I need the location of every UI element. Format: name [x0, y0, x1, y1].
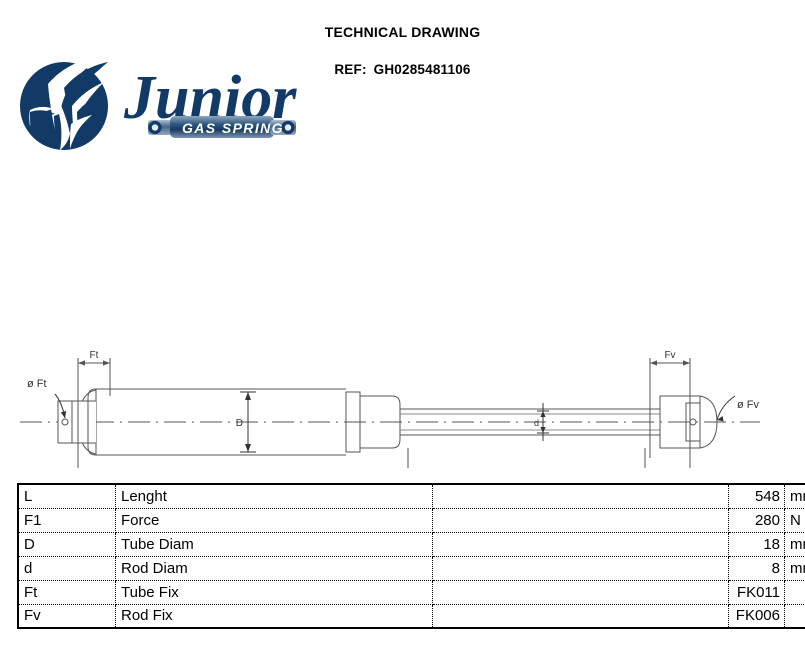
label-rod-fix-diam: ø Fv [737, 399, 759, 411]
row-value: FK011 [728, 580, 785, 605]
reference-line: REF: GH0285481106 [0, 62, 805, 77]
row-value: 18 [728, 532, 785, 557]
reference-value: GH0285481106 [373, 62, 471, 77]
table-row: F1 Force 280 N [18, 508, 805, 533]
reference-label: REF: [334, 62, 367, 77]
gas-spring-graphic: GAS SPRING [148, 116, 296, 138]
rod-eyelet-hole [689, 418, 697, 426]
row-name: Rod Fix [115, 604, 433, 628]
row-value: 548 [728, 484, 785, 509]
row-spacer [432, 556, 729, 581]
row-unit: mm [784, 532, 805, 557]
specification-table-body: L Lenght 548 mm F1 Force 280 N D Tube Di… [18, 484, 805, 628]
rod-eyelet-cap [699, 395, 718, 449]
row-name: Lenght [115, 484, 433, 509]
row-unit: N [784, 508, 805, 533]
logo-tagline-text: GAS SPRING [182, 120, 284, 136]
row-unit [785, 604, 805, 628]
label-tube-fix-dim: Ft [90, 350, 99, 361]
table-row: L Lenght 548 mm [18, 484, 805, 509]
brand-logo: Junior GAS SPRING [14, 52, 304, 160]
tube-eyelet-hole [61, 418, 69, 426]
label-rod-diam: d [534, 418, 539, 428]
tube-outline [96, 388, 346, 456]
row-spacer [432, 484, 729, 509]
row-spacer [432, 604, 729, 628]
table-row: D Tube Diam 18 mm [18, 532, 805, 557]
tube-nose [360, 395, 401, 449]
row-symbol: F1 [18, 508, 116, 533]
label-tube-diam: D [236, 418, 243, 429]
rod-eyelet-bore [685, 402, 701, 442]
row-value: 280 [728, 508, 785, 533]
label-tube-fix-diam: ø Ft [27, 378, 47, 390]
row-symbol: D [18, 532, 116, 557]
technical-drawing: Ft ø Ft Fv ø Fv D d R L ± 2 [0, 168, 805, 468]
table-row: Ft Tube Fix FK011 [18, 580, 805, 605]
row-spacer [432, 532, 729, 557]
row-unit: mm [784, 556, 805, 581]
piston-rod [400, 408, 660, 436]
page-title: TECHNICAL DRAWING [324, 24, 481, 40]
row-value: FK006 [728, 604, 785, 628]
row-symbol: d [18, 556, 116, 581]
row-unit [784, 580, 805, 605]
row-unit: mm [784, 484, 805, 509]
row-symbol: L [18, 484, 116, 509]
row-value: 8 [728, 556, 785, 581]
specification-table: L Lenght 548 mm F1 Force 280 N D Tube Di… [17, 483, 805, 629]
tube-end-cap [345, 391, 361, 453]
row-name: Tube Diam [115, 532, 433, 557]
row-symbol: Ft [18, 580, 116, 605]
row-name: Force [115, 508, 433, 533]
row-spacer [432, 580, 729, 605]
gas-spring-diagram: Ft ø Ft Fv ø Fv D d R L ± 2 [20, 350, 760, 468]
junior-wordmark: Junior GAS SPRING [123, 64, 297, 138]
table-row: d Rod Diam 8 mm [18, 556, 805, 581]
table-row: Fv Rod Fix FK006 [18, 604, 805, 628]
row-spacer [432, 508, 729, 533]
label-rod-fix-dim: Fv [664, 350, 675, 361]
row-name: Rod Diam [115, 556, 433, 581]
junior-wing-emblem-icon [20, 56, 108, 150]
row-symbol: Fv [18, 604, 116, 628]
row-name: Tube Fix [115, 580, 433, 605]
